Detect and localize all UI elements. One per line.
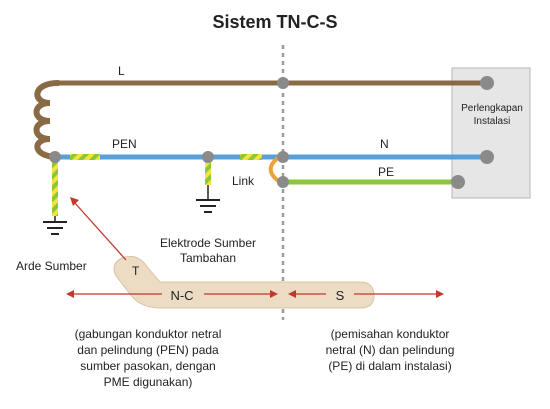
link-label: Link — [232, 174, 255, 188]
extra-earth-symbol — [196, 185, 220, 213]
pen-marker-left — [70, 154, 100, 160]
installation-label-line2: Instalasi — [474, 116, 511, 127]
node-extra-earth — [202, 151, 214, 163]
extra-earth-label-line2: Tambahan — [180, 251, 236, 265]
s-arrow-left-head — [288, 290, 296, 298]
note-left-line: (gabungan konduktor netral — [75, 327, 222, 341]
note-right-line: netral (N) dan pelindung — [326, 343, 455, 357]
source-earth-label: Arde Sumber — [16, 259, 87, 273]
node-source-earth — [49, 151, 61, 163]
node-n-installation — [480, 150, 494, 164]
pen-marker-right — [240, 154, 262, 160]
page-title: Sistem TN-C-S — [212, 12, 337, 32]
note-left-line: PME digunakan) — [104, 375, 193, 389]
source-earth-conductor — [52, 161, 58, 216]
pe-label: PE — [378, 165, 394, 179]
extra-earth-label-line1: Elektrode Sumber — [160, 236, 256, 250]
pen-label: PEN — [112, 137, 137, 151]
transformer-winding — [33, 80, 61, 160]
node-pe-divider — [277, 176, 289, 188]
nc-arrow-left-head — [66, 290, 74, 298]
note-left-line: dan pelindung (PEN) pada — [77, 343, 219, 357]
region-nc-label: N-C — [170, 288, 193, 303]
tn-c-s-callout — [113, 255, 375, 309]
node-l-divider — [277, 77, 289, 89]
note-left-line: sumber pasokan, dengan — [80, 359, 215, 373]
source-earth-symbol — [43, 216, 67, 235]
node-l-installation — [480, 76, 494, 90]
connection-nodes — [49, 76, 494, 189]
note-right: (pemisahan konduktor netral (N) dan peli… — [326, 327, 455, 373]
extra-earth-conductor — [205, 161, 211, 185]
region-arrows — [66, 197, 444, 298]
s-arrow-right-head — [436, 290, 444, 298]
t-pointer-arrow-head — [70, 197, 79, 206]
note-right-line: (pemisahan konduktor — [331, 327, 450, 341]
line-conductor-label: L — [118, 64, 125, 78]
callout-t-label: T — [132, 264, 140, 278]
node-n-divider — [277, 151, 289, 163]
installation-label-line1: Perlengkapan — [461, 103, 523, 114]
neutral-label: N — [380, 137, 389, 151]
nc-arrow-right-head — [270, 290, 278, 298]
node-pe-installation — [451, 175, 465, 189]
note-right-line: (PE) di dalam instalasi) — [328, 359, 451, 373]
note-left: (gabungan konduktor netral dan pelindung… — [75, 327, 222, 389]
t-pointer-arrow — [73, 201, 127, 261]
region-s-label: S — [336, 288, 345, 303]
installation-box — [451, 67, 531, 199]
